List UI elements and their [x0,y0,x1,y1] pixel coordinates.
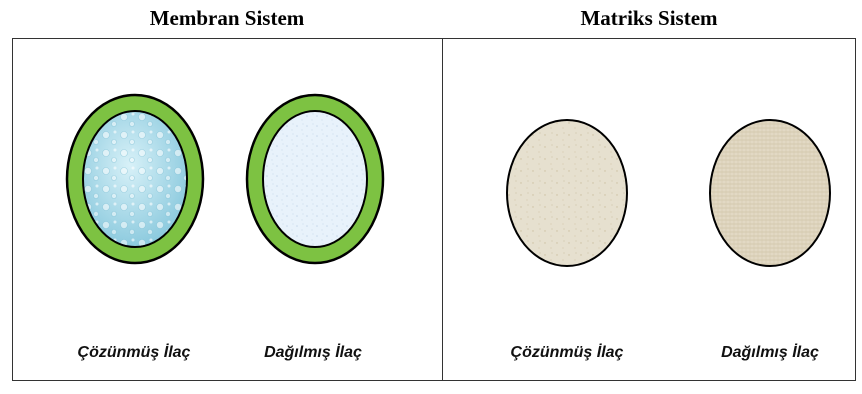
matrix-dispersed-drug-shape [709,119,831,267]
membrane-dissolved-drug-shape [65,93,205,265]
membrane-dispersed-drug-label: Dağılmış İlaç [233,343,393,363]
matrix-dispersed-drug-label: Dağılmış İlaç [690,343,850,363]
membrane-dispersed-drug-shape [245,93,385,265]
matrix-dissolved-drug-label: Çözünmüş İlaç [487,343,647,363]
panel-divider [442,39,443,380]
membrane-dissolved-drug-label: Çözünmüş İlaç [54,343,214,363]
diagram-frame: Çözünmüş İlaç Dağılmış İlaç Çözünmüş İla… [12,38,856,381]
matrix-system-title: Matriks Sistem [442,4,856,32]
membrane-system-title: Membran Sistem [12,4,442,32]
matrix-dissolved-drug-shape [506,119,628,267]
